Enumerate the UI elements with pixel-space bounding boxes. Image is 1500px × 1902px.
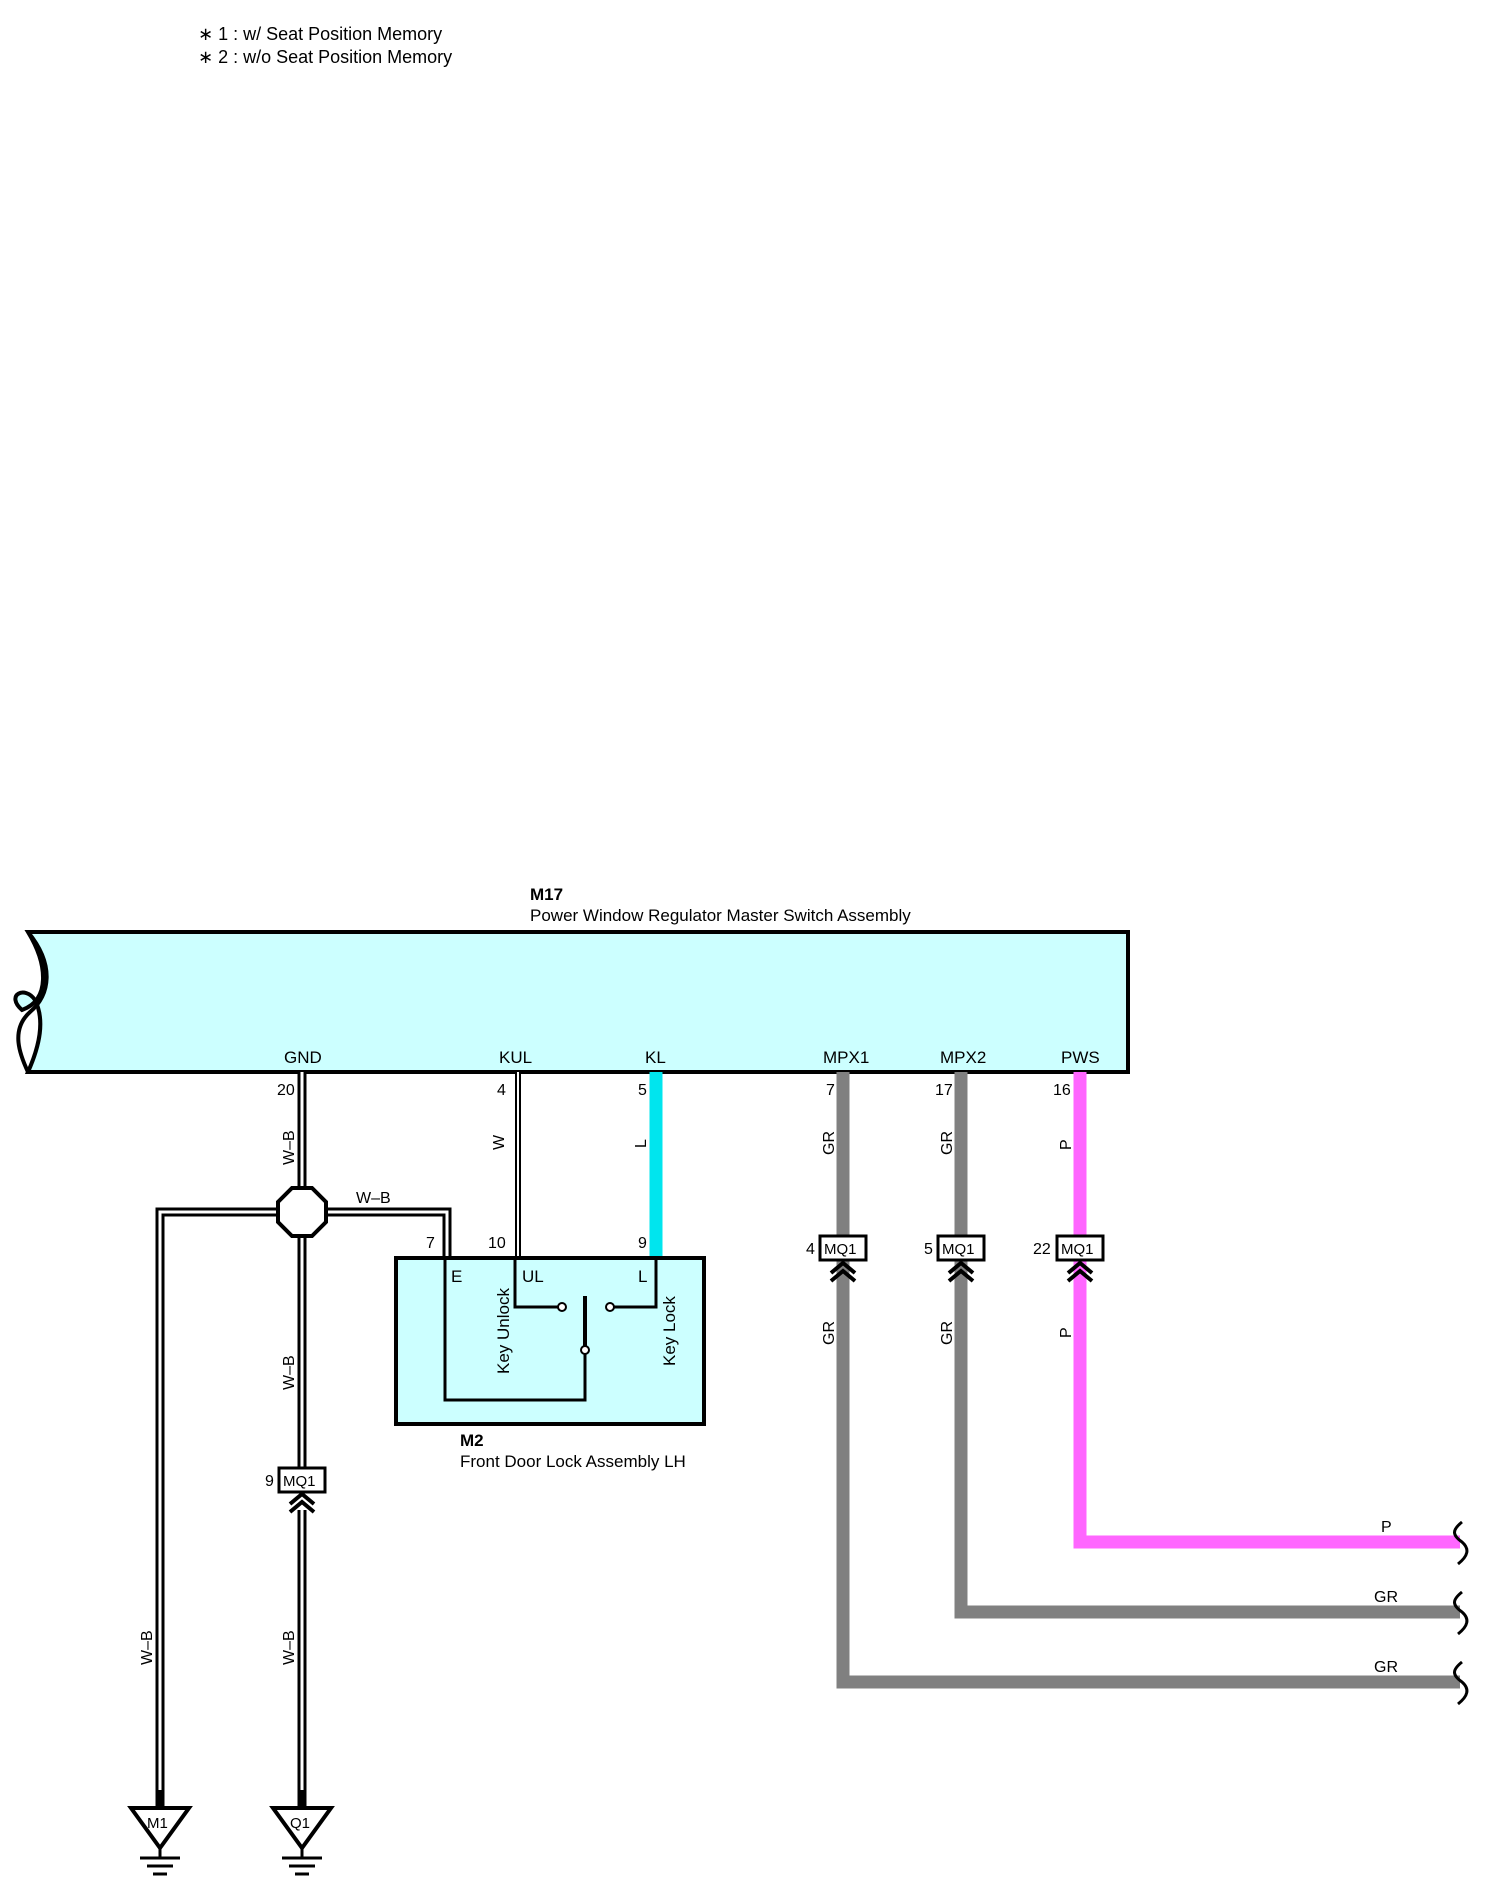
wire-label-p-end: P: [1381, 1519, 1392, 1536]
connector-mq1-pws: MQ1: [1055, 1234, 1105, 1283]
wire-label-p-bot: P: [1058, 1327, 1075, 1338]
wire-label-gr-mpx2-end: GR: [1374, 1589, 1398, 1606]
pin-num-kul: 4: [497, 1082, 506, 1099]
wire-label-p-top: P: [1058, 1139, 1075, 1150]
m17-component-box: [13, 930, 1130, 1074]
wire-label-gr-mpx2-bot: GR: [939, 1321, 956, 1345]
ground-q1: Q1: [269, 1806, 335, 1876]
mq1-mpx2-pin: 5: [924, 1241, 933, 1258]
wire-gr-mpx1: [836, 1072, 1460, 1689]
m17-name: Power Window Regulator Master Switch Ass…: [530, 906, 911, 925]
ground-m1: M1: [127, 1806, 193, 1876]
m2-contact-common: [580, 1345, 590, 1355]
pin-label-pws: PWS: [1061, 1048, 1100, 1067]
wire-label-gr-mpx1-end: GR: [1374, 1659, 1398, 1676]
wire-label-wb-3: W–B: [281, 1355, 298, 1390]
wire-label-gr-mpx1-top: GR: [821, 1131, 838, 1155]
m2-pin-num-ul: 10: [488, 1235, 506, 1252]
pin-num-mpx1: 7: [826, 1082, 835, 1099]
connector-mq1-mpx1: MQ1: [818, 1234, 868, 1283]
m2-pin-label-ul: UL: [522, 1267, 544, 1286]
svg-text:MQ1: MQ1: [1061, 1241, 1094, 1258]
mq1-mpx1-pin: 4: [806, 1241, 815, 1258]
pin-num-kl: 5: [638, 1082, 647, 1099]
wire-label-wb-5: W–B: [281, 1630, 298, 1665]
m2-pin-label-l: L: [638, 1267, 647, 1286]
m2-internal-circuit: [443, 1258, 658, 1402]
wire-label-gr-mpx1-bot: GR: [821, 1321, 838, 1345]
wire-label-w: W: [491, 1134, 508, 1150]
break-mark-gr-mpx1: [1453, 1660, 1469, 1706]
wire-label-l: L: [633, 1139, 650, 1148]
wire-label-gr-mpx2-top: GR: [939, 1131, 956, 1155]
mq1-pws-pin: 22: [1033, 1241, 1051, 1258]
splice-point: [276, 1186, 328, 1238]
m2-component-box: [394, 1256, 706, 1426]
wire-wb-m2e: [324, 1207, 452, 1258]
m2-switch-label-lock: Key Lock: [660, 1296, 679, 1366]
m2-pin-label-e: E: [451, 1267, 462, 1286]
m2-contact-unlock: [557, 1302, 567, 1312]
pin-num-mpx2: 17: [935, 1082, 953, 1099]
pin-num-pws: 16: [1053, 1082, 1071, 1099]
wire-label-wb-2: W–B: [356, 1190, 391, 1207]
m17-break-edge: [16, 930, 49, 1073]
m2-contact-lock: [605, 1302, 615, 1312]
m2-name: Front Door Lock Assembly LH: [460, 1452, 686, 1471]
pin-label-mpx1: MPX1: [823, 1048, 869, 1067]
pin-label-kl: KL: [645, 1048, 666, 1067]
wire-p-pws: [1073, 1072, 1460, 1549]
m2-code: M2: [460, 1431, 484, 1450]
note-1: ∗ 1 : w/ Seat Position Memory: [198, 24, 442, 44]
connector-mq1-mpx2: MQ1: [936, 1234, 986, 1283]
pin-label-kul: KUL: [499, 1048, 532, 1067]
pin-label-gnd: GND: [284, 1048, 322, 1067]
svg-text:MQ1: MQ1: [942, 1241, 975, 1258]
connector-mq1-gnd: MQ1: [277, 1466, 327, 1514]
wire-wb-m1: [155, 1207, 280, 1790]
svg-text:MQ1: MQ1: [283, 1473, 316, 1490]
m17-code: M17: [530, 885, 563, 904]
break-mark-p: [1453, 1520, 1469, 1566]
m2-pin-num-l: 9: [638, 1235, 647, 1252]
svg-text:MQ1: MQ1: [824, 1241, 857, 1258]
pin-num-gnd: 20: [277, 1082, 295, 1099]
pin-label-mpx2: MPX2: [940, 1048, 986, 1067]
wire-label-wb-4: W–B: [139, 1630, 156, 1665]
note-2: ∗ 2 : w/o Seat Position Memory: [198, 47, 452, 67]
mq1-gnd-pin: 9: [265, 1473, 274, 1490]
wire-label-wb-1: W–B: [281, 1130, 298, 1165]
m2-switch-label-unlock: Key Unlock: [494, 1288, 513, 1374]
m2-pin-num-e: 7: [426, 1235, 435, 1252]
break-mark-gr-mpx2: [1453, 1590, 1469, 1636]
svg-text:Q1: Q1: [290, 1815, 310, 1832]
svg-text:M1: M1: [147, 1815, 168, 1832]
